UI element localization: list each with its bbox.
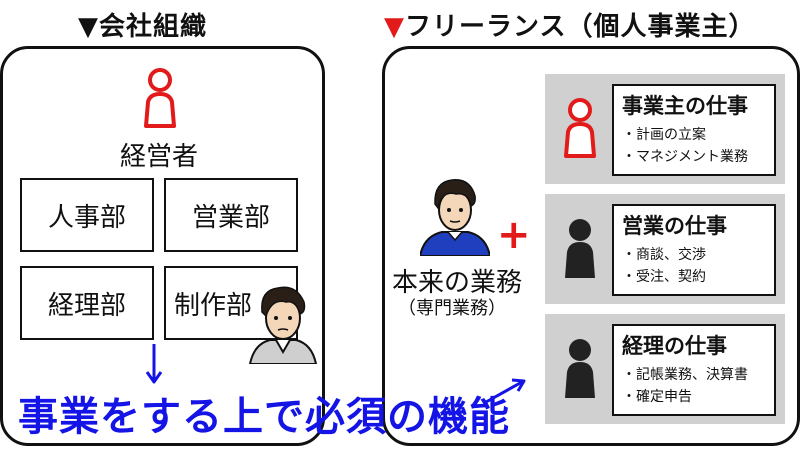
dept-production: 制作部 [164,266,298,340]
dept-hr: 人事部 [20,178,154,252]
ceo-label: 経営者 [120,142,199,172]
person-silhouette-icon [565,339,595,398]
role-card-line: ・商談、交渉 [622,247,706,263]
dept-accounting: 経理部 [20,266,154,340]
role-card-line: ・計画の立案 [622,127,706,143]
role-card-sales: 営業の仕事 ・商談、交渉 ・受注、契約 [612,204,776,296]
core-work-sub-label: （専門業務） [398,298,506,319]
role-card-line: ・マネジメント業務 [622,149,748,165]
down-arrow-icon [145,344,163,384]
company-organization-title: ▼会社組織 [78,12,207,42]
dept-sales: 営業部 [164,178,298,252]
person-silhouette-icon [565,219,595,278]
role-card-owner: 事業主の仕事 ・計画の立案 ・マネジメント業務 [612,84,776,176]
person-outline-red-icon [144,68,176,128]
freelance-title-text: フリーランス（個人事業主） [405,12,756,42]
role-card-title: 経理の仕事 [622,334,727,358]
role-card-title: 営業の仕事 [622,214,727,238]
freelancer-portrait-icon [420,179,490,256]
plus-sign: + [497,212,531,258]
role-card-line: ・確定申告 [622,389,692,405]
core-work-label: 本来の業務 [392,268,523,298]
role-card-title: 事業主の仕事 [622,94,748,118]
role-card-accounting: 経理の仕事 ・記帳業務、決算書 ・確定申告 [612,324,776,416]
freelance-title-marker: ▼ [384,12,405,42]
essential-functions-caption: 事業をする上で必須の機能 [18,394,510,440]
right-arrow-icon [485,378,526,404]
person-outline-red-icon [564,98,596,158]
freelance-title: ▼フリーランス（個人事業主） [384,6,755,43]
employee-portrait-icon [248,286,318,364]
role-card-line: ・記帳業務、決算書 [622,367,748,383]
role-card-line: ・受注、契約 [622,269,706,285]
